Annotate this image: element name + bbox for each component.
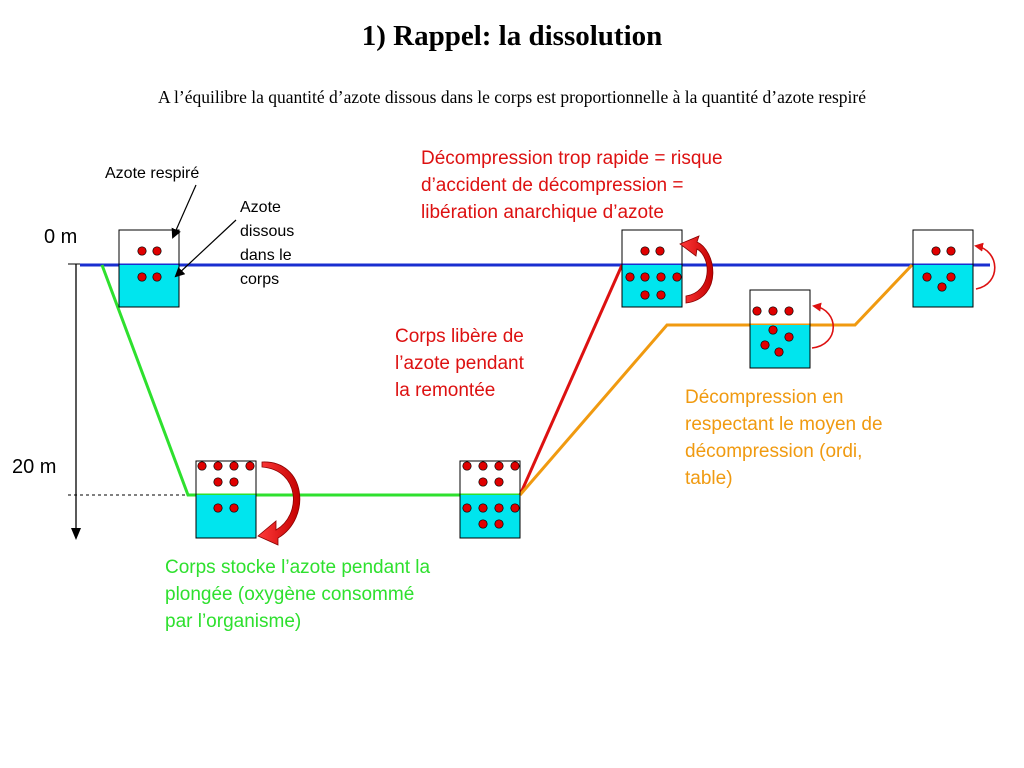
svg-text:Décompression en: Décompression en — [685, 387, 843, 408]
svg-text:Corps libère de: Corps libère de — [395, 326, 524, 347]
slide-subtitle: A l’équilibre la quantité d’azote dissou… — [157, 87, 867, 107]
release-arrow-small-icon — [974, 242, 996, 290]
svg-text:libération anarchique d’azote: libération anarchique d’azote — [421, 202, 664, 223]
svg-text:Azote: Azote — [240, 199, 281, 216]
container-fast-ascent — [621, 229, 683, 308]
fast-ascent-line — [518, 264, 624, 496]
container-depth-start — [195, 460, 257, 539]
label-azote-dissous: Azote dissous dans le corps — [240, 199, 294, 288]
label-azote-respire: Azote respiré — [105, 165, 199, 182]
svg-text:corps: corps — [240, 271, 279, 288]
annotation-storage: Corps stocke l’azote pendant la plongée … — [165, 557, 431, 632]
svg-text:respectant le moyen de: respectant le moyen de — [685, 414, 883, 435]
svg-text:décompression (ordi,: décompression (ordi, — [685, 441, 862, 462]
pointer-azote-dissous — [174, 219, 237, 278]
axis-arrow-head — [71, 528, 81, 540]
depth-0m-label: 0 m — [44, 226, 77, 248]
svg-text:dissous: dissous — [240, 223, 294, 240]
pointer-azote-respire — [171, 184, 197, 239]
svg-text:par l’organisme): par l’organisme) — [165, 611, 301, 632]
container-safe-ascent — [912, 229, 974, 308]
slide-title: 1) Rappel: la dissolution — [361, 20, 663, 52]
dive-profile-line — [100, 264, 520, 497]
container-surface-start — [118, 229, 180, 308]
annotation-release: Corps libère de l’azote pendant la remon… — [395, 326, 525, 401]
release-arrow-small-icon — [811, 302, 835, 349]
container-deco-stop — [749, 289, 811, 369]
depth-20m-label: 20 m — [12, 456, 56, 478]
annotation-fast-ascent: Décompression trop rapide = risque d’acc… — [421, 148, 723, 223]
svg-text:l’azote pendant: l’azote pendant — [395, 353, 525, 374]
svg-text:dans le: dans le — [240, 247, 292, 264]
svg-text:plongée (oxygène consommé: plongée (oxygène consommé — [165, 584, 414, 605]
svg-text:la remontée: la remontée — [395, 380, 495, 401]
annotation-safe-ascent: Décompression en respectant le moyen de … — [685, 387, 883, 489]
svg-text:Corps stocke l’azote pendant l: Corps stocke l’azote pendant la — [165, 557, 431, 578]
depth-axis: 0 m 20 m — [12, 226, 190, 540]
svg-text:table): table) — [685, 468, 733, 489]
dissolve-arrow-icon — [257, 461, 301, 546]
svg-text:d’accident de décompression =: d’accident de décompression = — [421, 175, 683, 196]
svg-text:Décompression trop rapide = ri: Décompression trop rapide = risque — [421, 148, 723, 169]
release-arrow-icon — [679, 235, 714, 304]
container-depth-end — [459, 460, 521, 539]
